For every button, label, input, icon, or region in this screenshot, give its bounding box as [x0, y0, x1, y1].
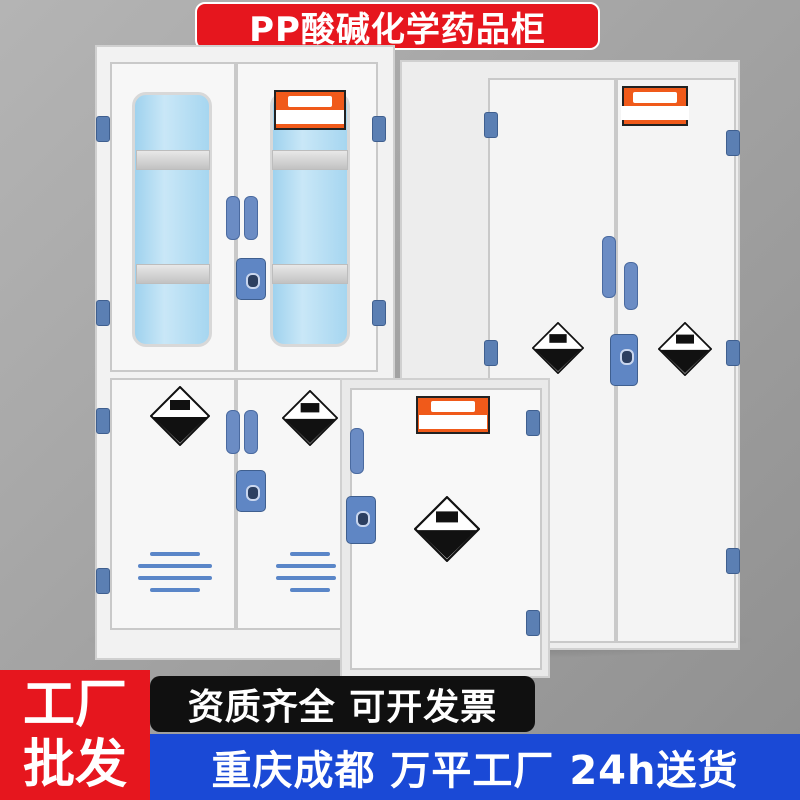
warning-label-symbol: [431, 401, 475, 412]
corrosive-diamond-icon: [414, 496, 480, 562]
warning-label-text-area: [419, 415, 487, 429]
shelf: [136, 150, 210, 170]
left-cabinet-upper-lock-icon[interactable]: [236, 258, 266, 300]
corrosive-diamond-icon: [150, 386, 210, 446]
vent-slot: [138, 564, 212, 568]
hinge-icon: [372, 116, 386, 142]
vent-slot: [138, 576, 212, 580]
warning-label-text-area: [276, 110, 344, 124]
hinge-icon: [96, 116, 110, 142]
right-cabinet-lock-icon[interactable]: [610, 334, 638, 386]
vent-slot: [290, 588, 330, 592]
warning-label-icon: [416, 396, 490, 434]
small-cabinet-lock-icon[interactable]: [346, 496, 376, 544]
factory-line-1: 工厂: [22, 675, 127, 735]
hinge-icon: [96, 408, 110, 434]
vent-slot: [276, 576, 336, 580]
warning-label-symbol: [633, 92, 677, 103]
hinge-icon: [96, 300, 110, 326]
warning-label-icon: [621, 86, 689, 126]
left-cabinet-lower-right-handle[interactable]: [244, 410, 258, 454]
hinge-icon: [372, 300, 386, 326]
hinge-icon: [726, 130, 740, 156]
corrosive-diamond-icon: [532, 322, 584, 374]
factory-line-2: 批发: [22, 735, 127, 795]
glass-window-right: [270, 92, 350, 347]
right-cabinet-right-handle[interactable]: [624, 262, 638, 310]
hinge-icon: [526, 410, 540, 436]
hinge-icon: [96, 568, 110, 594]
hinge-icon: [484, 112, 498, 138]
warning-label-symbol: [288, 96, 332, 107]
hinge-icon: [726, 548, 740, 574]
warning-label-text-area: [621, 106, 689, 120]
shelf: [272, 150, 348, 170]
small-cabinet-handle[interactable]: [350, 428, 364, 474]
vent-slot: [290, 552, 330, 556]
shelf: [136, 264, 210, 284]
vent-slot: [150, 552, 200, 556]
factory-wholesale-badge: 工厂 批发: [0, 670, 150, 800]
certification-bar: 资质齐全 可开发票: [150, 676, 535, 732]
left-cabinet-lower-lock-icon[interactable]: [236, 470, 266, 512]
hinge-icon: [726, 340, 740, 366]
left-cabinet-lower-left-handle[interactable]: [226, 410, 240, 454]
title-banner: PP酸碱化学药品柜: [195, 2, 600, 50]
vent-slot: [276, 564, 336, 568]
corrosive-diamond-icon: [282, 390, 338, 446]
glass-window-left: [132, 92, 212, 347]
shelf: [272, 264, 348, 284]
warning-label-icon: [274, 90, 346, 130]
corrosive-diamond-icon: [658, 322, 712, 376]
hinge-icon: [526, 610, 540, 636]
vent-slot: [150, 588, 200, 592]
left-cabinet-upper-left-handle[interactable]: [226, 196, 240, 240]
left-cabinet-upper-right-handle[interactable]: [244, 196, 258, 240]
right-cabinet-left-handle[interactable]: [602, 236, 616, 298]
hinge-icon: [484, 340, 498, 366]
locations-bar: 重庆成都 万平工厂 24h送货: [150, 734, 800, 800]
